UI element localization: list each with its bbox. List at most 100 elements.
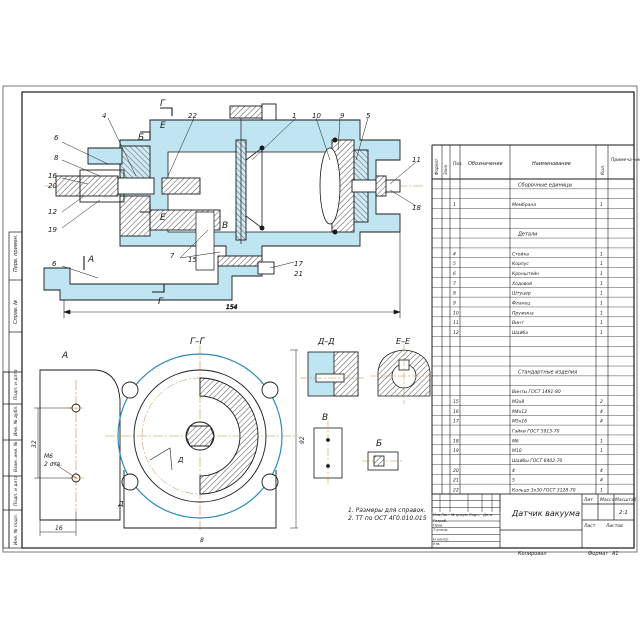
spec-pos: 10	[453, 310, 459, 316]
balloon-7: 7	[170, 252, 175, 260]
spec-pos: 20	[453, 468, 459, 474]
side-stamp-label: Взам. инв. №	[13, 441, 19, 472]
balloon-10: 10	[312, 112, 321, 120]
spec-qty: 1	[600, 261, 603, 267]
stamp-row-label: Пров.	[433, 524, 443, 528]
spec-name: М4х12	[512, 409, 527, 415]
view-a-title: А	[61, 351, 68, 361]
spec-pos: 22	[453, 488, 459, 494]
side-stamp-label: Инв. № дубл.	[13, 405, 19, 436]
balloon-5: 5	[366, 112, 371, 120]
copy-label: Копировал	[518, 551, 547, 557]
side-stamp: Перв. примен. Справ. № Подп. и дата Инв.…	[2, 231, 23, 549]
spec-header: Формат	[434, 158, 439, 175]
view-a-height-dim: 32	[31, 440, 38, 448]
spec-qty: 4	[600, 478, 603, 484]
view-b	[362, 451, 404, 471]
spec-qty: 1	[600, 488, 603, 494]
spec-name: Стойка	[512, 251, 529, 257]
drawing-title: Датчик вакуума	[511, 509, 580, 518]
spec-pos: 1	[453, 202, 456, 208]
section-ee	[370, 344, 438, 404]
section-ee-title: Е–Е	[396, 337, 411, 346]
stamp-col-label: Лист	[440, 513, 451, 517]
stamp-row-label: Разраб.	[433, 519, 447, 523]
spec-name: Штуцер	[512, 291, 531, 297]
spec-qty: 2	[600, 399, 603, 405]
spec-name: Ходовой	[511, 281, 532, 287]
view-v-title: В	[322, 413, 328, 423]
balloon-labels: 6 8 16 20 12 19 4 22 1 10 9 5 11 18 17 2…	[48, 112, 421, 278]
spec-pos: 17	[453, 419, 459, 425]
format-value: А1	[611, 551, 619, 557]
side-stamp-label: Инв. № подл.	[13, 514, 19, 545]
balloon-6: 6	[54, 134, 59, 142]
scale-label: Масштаб	[615, 497, 637, 503]
holes-label: 2 отв.	[44, 461, 62, 468]
spec-header: Кол.	[600, 165, 606, 175]
spec-section-title: Стандартные изделия	[518, 369, 577, 375]
cut-label-d: Д	[117, 500, 124, 508]
spec-qty: 1	[600, 251, 603, 257]
balloon-19: 19	[48, 226, 57, 234]
sheet-label: Лист	[583, 523, 596, 529]
section-gg-dia: 92	[299, 436, 306, 444]
spec-qty: 1	[600, 330, 603, 336]
spec-pos: 11	[453, 320, 459, 326]
spec-header: Примеча-ние	[611, 157, 640, 163]
spec-name: Мембрана	[512, 202, 536, 208]
spec-name: М6	[512, 438, 519, 444]
mass-label: Масса	[600, 497, 615, 503]
spec-header: Наименование	[532, 161, 571, 167]
stamp-col-label: Подп.	[469, 513, 480, 517]
side-stamp-label: Подп. и дата	[13, 475, 19, 506]
spec-qty: 1	[600, 320, 603, 326]
main-section-view	[43, 103, 425, 301]
balloon-21: 21	[294, 270, 303, 278]
spec-name: Винты ГОСТ 1491-80	[512, 389, 561, 395]
spec-section-title: Детали	[517, 232, 538, 238]
side-stamp-label: Справ. №	[13, 300, 19, 324]
spec-qty: 4	[600, 468, 603, 474]
sheets-label: Листов	[605, 523, 623, 529]
stamp-row-label: Т.контр.	[433, 528, 449, 532]
spec-qty: 1	[600, 291, 603, 297]
leader-lines	[61, 117, 417, 279]
cut-marks	[83, 107, 173, 293]
stamp-row-label: Н.контр.	[433, 537, 449, 541]
section-gg-title: Г–Г	[190, 337, 206, 347]
spec-pos: 21	[453, 478, 459, 484]
spec-qty: 1	[600, 202, 603, 208]
outer-frame	[2, 85, 638, 553]
side-stamp-label: Подп. и дата	[13, 369, 19, 400]
view-b-title: Б	[376, 439, 382, 449]
balloon-16: 16	[48, 172, 57, 180]
spec-name: Винт	[512, 320, 524, 326]
spec-qty: 1	[600, 438, 603, 444]
section-gg	[105, 345, 298, 530]
stamp-row-label: Утв.	[433, 542, 441, 546]
spec-pos: 19	[453, 448, 459, 454]
view-a	[34, 369, 121, 536]
spec-header: Поз.	[453, 161, 463, 167]
spec-qty: 1	[600, 271, 603, 277]
balloon-1: 1	[292, 112, 296, 120]
spec-qty: 4	[600, 419, 603, 425]
inlet-fitting	[87, 147, 123, 165]
balloon-22: 22	[188, 112, 197, 120]
thread-label: М6	[44, 453, 53, 460]
scale-value: 2:1	[619, 510, 628, 516]
spec-pos: 15	[453, 399, 459, 405]
spec-pos: 8	[453, 291, 456, 297]
bracket	[43, 261, 263, 301]
spec-pos: 7	[453, 281, 456, 287]
spec-qty: 1	[600, 281, 603, 287]
overall-length-dim: 154	[226, 304, 238, 311]
spec-section-title: Сборочные единицы	[518, 182, 572, 188]
balloon-8: 8	[54, 154, 59, 162]
arrow-label-a: А	[87, 255, 94, 265]
format-label: Формат	[588, 551, 609, 557]
balloon-17: 17	[294, 260, 303, 268]
spec-qty: 1	[600, 448, 603, 454]
